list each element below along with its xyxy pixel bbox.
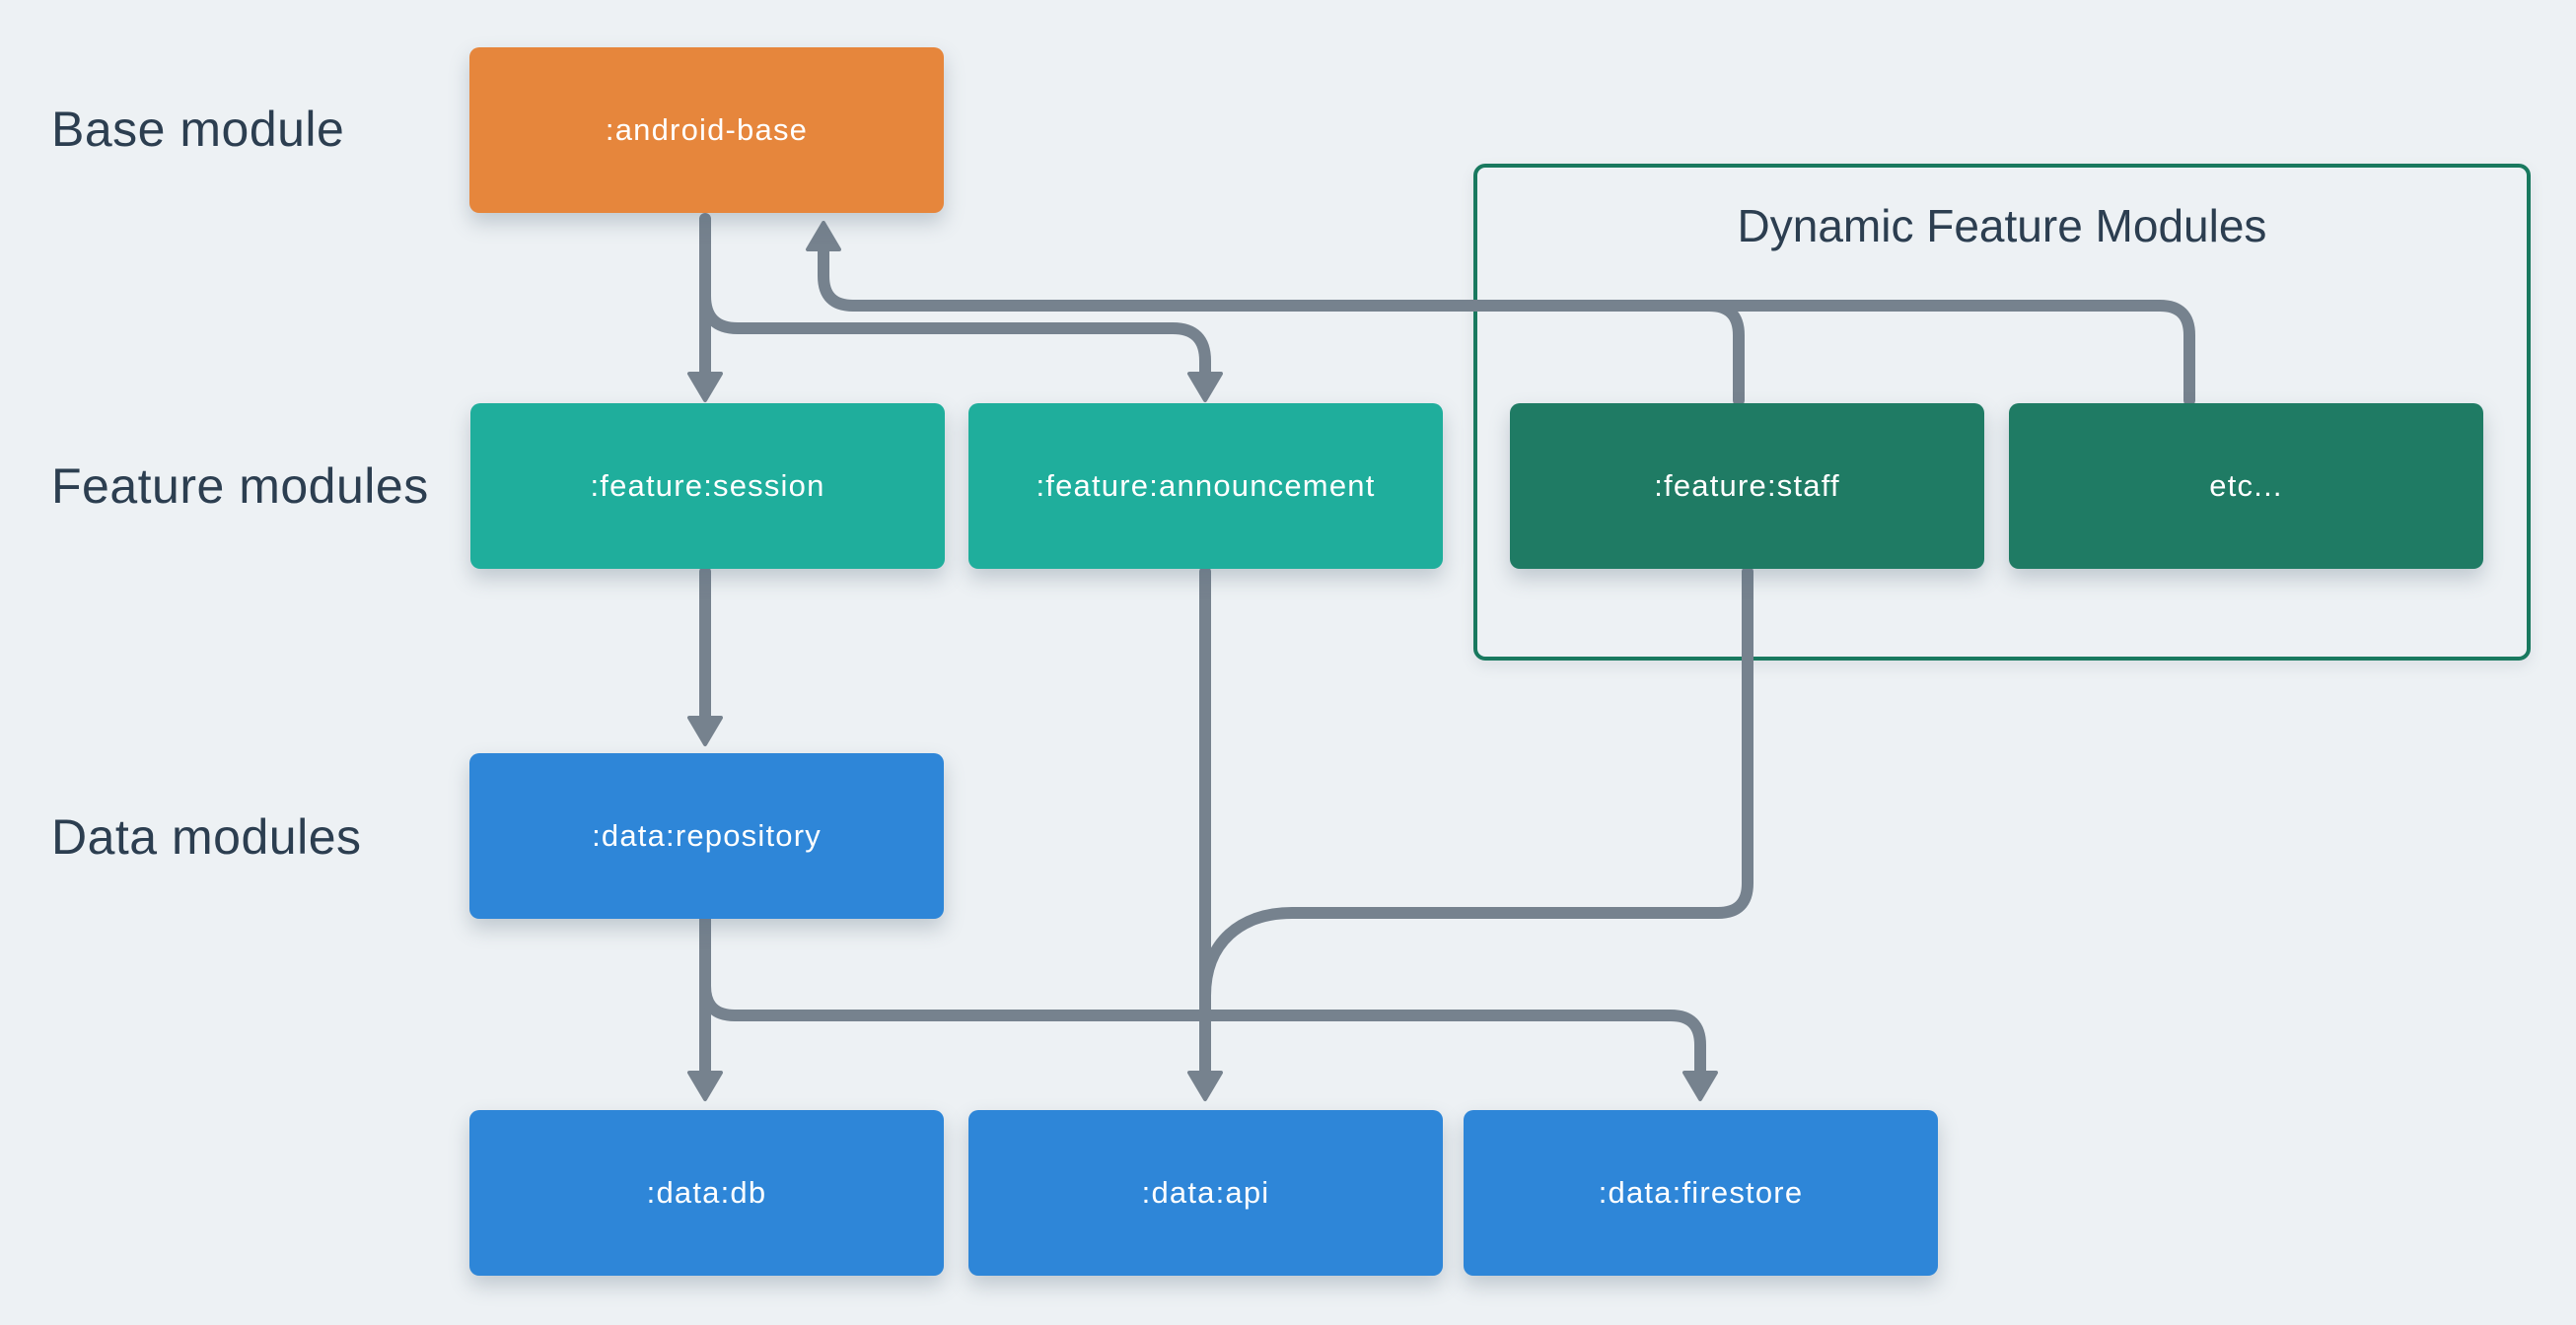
node-etc: etc...	[2009, 403, 2483, 569]
node-feature-staff: :feature:staff	[1510, 403, 1984, 569]
edge-staff-to-api	[1199, 566, 1753, 1002]
node-data-repository: :data:repository	[469, 753, 944, 919]
node-data-api: :data:api	[968, 1110, 1443, 1276]
node-feature-session: :feature:session	[470, 403, 945, 569]
edge-base-to-announcement	[699, 290, 1223, 402]
edge-etc-to-base	[806, 221, 2195, 406]
edge-staff-to-base	[1703, 300, 1745, 406]
dynamic-feature-modules-container: Dynamic Feature Modules	[1473, 164, 2531, 661]
node-data-firestore: :data:firestore	[1464, 1110, 1938, 1276]
dynamic-feature-modules-title: Dynamic Feature Modules	[1737, 200, 2267, 251]
node-data-db: :data:db	[469, 1110, 944, 1276]
node-android-base: :android-base	[469, 47, 944, 213]
row-label-feature-modules: Feature modules	[51, 458, 429, 514]
row-label-data-modules: Data modules	[51, 809, 362, 865]
edge-repository-to-firestore	[699, 980, 1718, 1101]
node-feature-announcement: :feature:announcement	[968, 403, 1443, 569]
edge-session-to-repository	[687, 566, 723, 746]
row-label-base-module: Base module	[51, 102, 345, 157]
